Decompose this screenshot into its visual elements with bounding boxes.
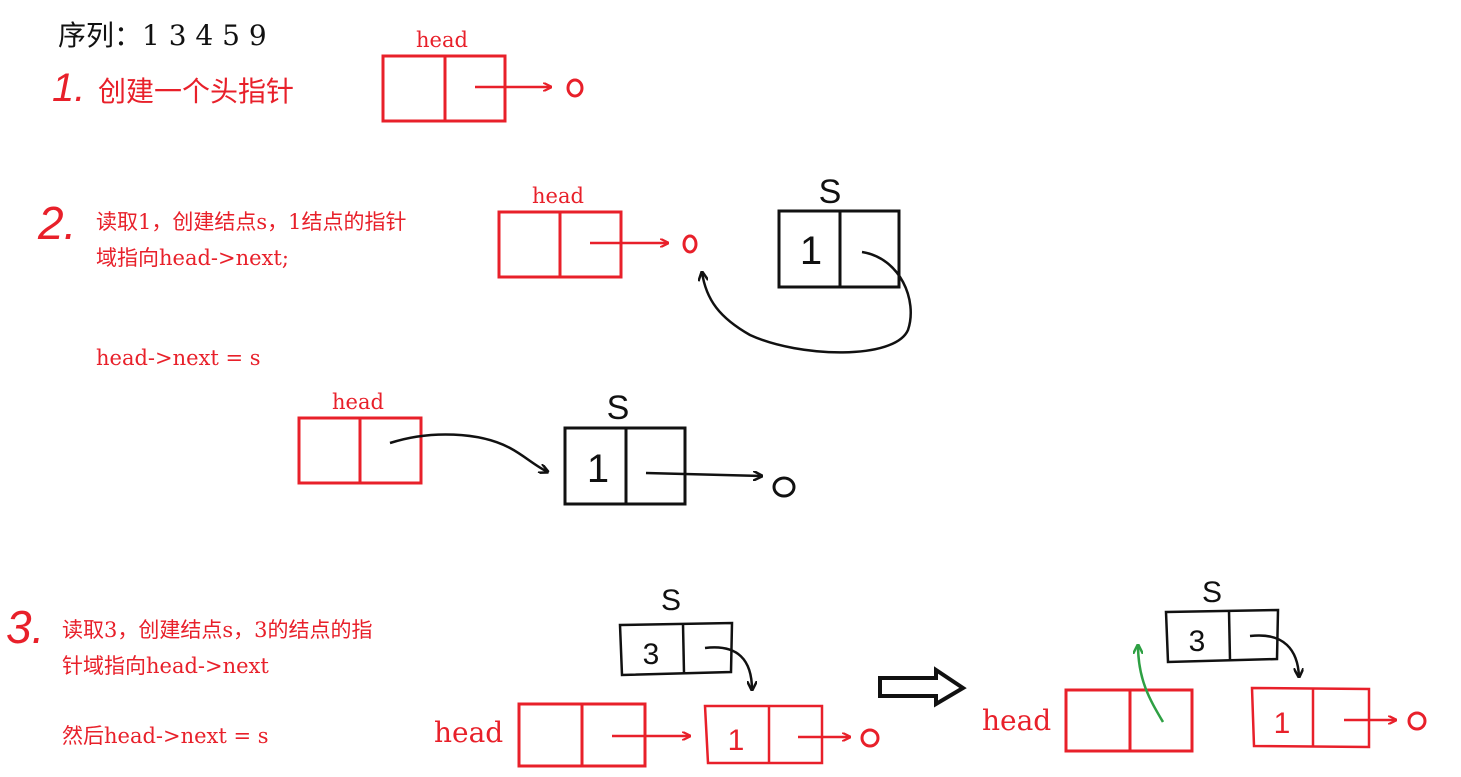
step1-text: 创建一个头指针 [98, 75, 295, 108]
step1-null-circle [566, 78, 584, 98]
step1-number: 1. [52, 66, 86, 110]
step3-text-line1: 读取3，创建结点s，3的结点的指 [62, 618, 373, 642]
step3-left-s-label: S [661, 584, 681, 617]
step3-right-null-circle [1407, 711, 1427, 731]
step3-right-head-label: head [982, 704, 1052, 737]
step3-left-s-value: 3 [643, 638, 660, 671]
step3-right-head-to-s-arrow [1138, 645, 1165, 723]
step2b-head-node [297, 416, 423, 485]
sequence-label: 序列：1 3 4 5 9 [58, 19, 267, 52]
step3-text-line3: 然后head->next = s [62, 724, 269, 748]
step2-head-label-a: head [532, 184, 584, 208]
step2b-head-to-s-arrow [389, 433, 548, 472]
step3-right-s-value: 3 [1189, 625, 1206, 658]
step2b-null-circle [772, 476, 796, 498]
step2a-head-node [497, 210, 623, 279]
step2a-null-circle [682, 234, 698, 254]
step2a-s-label: S [819, 173, 842, 211]
step2-head-label-b: head [332, 390, 384, 414]
step3-right-s-next-arrow [1249, 634, 1299, 677]
step3-right-head-node [1064, 688, 1194, 753]
step3-left-head-label: head [434, 716, 504, 749]
step1-head-node [381, 54, 507, 123]
step2-number: 2. [38, 197, 77, 249]
step3-left-old-node [703, 704, 824, 765]
step3-left-null-circle [860, 728, 880, 748]
step2b-s-label: S [607, 389, 630, 427]
step3-number: 3. [6, 601, 45, 653]
step3-right-old-value: 1 [1274, 707, 1291, 740]
step3-right-s-label: S [1202, 576, 1222, 609]
step2-text-line1: 读取1，创建结点s，1结点的指针 [96, 210, 407, 234]
step2a-s-node [777, 209, 901, 289]
step2b-s-value: 1 [587, 447, 609, 491]
step2-code: head->next = s [96, 346, 261, 370]
step3-text-line2: 针域指向head->next [62, 654, 269, 678]
step2a-s-next-curve [702, 250, 912, 354]
step2b-s-next-arrow [645, 473, 762, 476]
step3-left-old-value: 1 [728, 724, 745, 757]
step2b-s-node [563, 426, 687, 506]
transition-arrow [878, 666, 967, 708]
step2a-s-value: 1 [800, 229, 822, 273]
step2-text-line2: 域指向head->next; [96, 246, 289, 270]
step3-left-s-node [618, 621, 734, 677]
step3-left-s-next-arrow [704, 646, 752, 690]
step3-right-old-node [1250, 686, 1371, 749]
step3-right-s-node [1164, 608, 1280, 664]
step1-head-label: head [416, 28, 468, 52]
